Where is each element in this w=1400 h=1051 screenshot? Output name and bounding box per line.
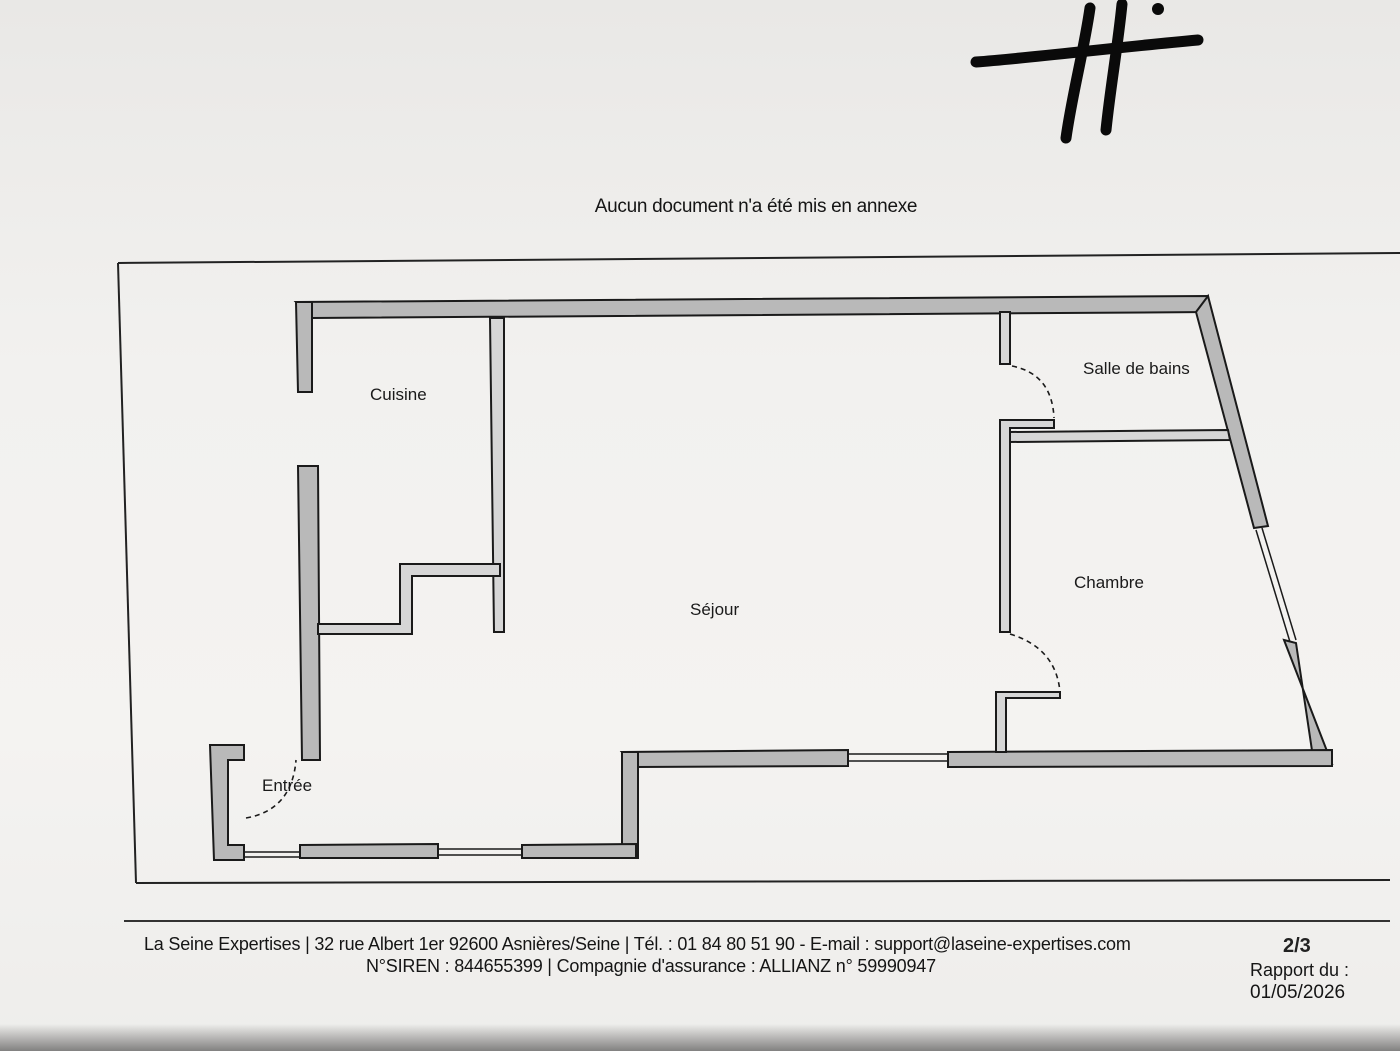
screen-bezel-shadow <box>0 1024 1400 1051</box>
room-label-chambre: Chambre <box>1074 573 1144 592</box>
page-number: 2/3 <box>1283 935 1311 957</box>
wall-bathroom-left-bottom <box>999 419 1055 633</box>
wall-right-lower <box>1282 638 1334 765</box>
footer-siren-insurance: N°SIREN : 844655399 | Compagnie d'assura… <box>366 956 936 976</box>
door-swings <box>245 365 1061 819</box>
wall-bottom-left-a <box>299 842 439 859</box>
door-entry <box>245 759 297 819</box>
wall-kitchen-right <box>488 317 505 633</box>
report-date: 01/05/2026 <box>1250 982 1346 1003</box>
wall-entry <box>208 744 245 861</box>
door-bathroom <box>1011 365 1055 419</box>
handwritten-signature <box>970 0 1204 144</box>
report-date-label: Rapport du : <box>1250 960 1350 980</box>
room-label-sejour: Séjour <box>690 600 739 619</box>
wall-bottom-right <box>947 748 1333 769</box>
wall-left-lower <box>296 465 322 761</box>
wall-top <box>293 294 1212 320</box>
annex-note: Aucun document n'a été mis en annexe <box>594 196 918 217</box>
wall-bedroom-left-bottom <box>995 691 1061 753</box>
plan-frame-left <box>117 262 137 884</box>
room-label-cuisine: Cuisine <box>370 385 427 404</box>
plan-frame <box>117 252 1400 264</box>
wall-bottom-middle <box>619 748 849 769</box>
exterior-walls <box>208 293 1334 861</box>
interior-walls <box>317 311 1232 753</box>
wall-bathroom-bottom <box>1009 428 1232 444</box>
windows <box>244 527 1297 858</box>
footer-divider <box>124 920 1390 922</box>
door-bedroom <box>1009 633 1061 693</box>
footer-company-contact: La Seine Expertises | 32 rue Albert 1er … <box>144 934 1131 954</box>
room-label-entree: Entrée <box>262 776 312 795</box>
wall-right-upper <box>1194 293 1270 530</box>
plan-frame-bottom <box>135 879 1391 884</box>
wall-bathroom-left-top <box>999 311 1011 365</box>
room-label-salle-de-bains: Salle de bains <box>1083 359 1190 378</box>
wall-bottom-left-b <box>521 842 637 859</box>
wall-kitchen-notch <box>317 563 501 635</box>
wall-step <box>621 751 639 859</box>
wall-left-upper <box>294 301 313 393</box>
